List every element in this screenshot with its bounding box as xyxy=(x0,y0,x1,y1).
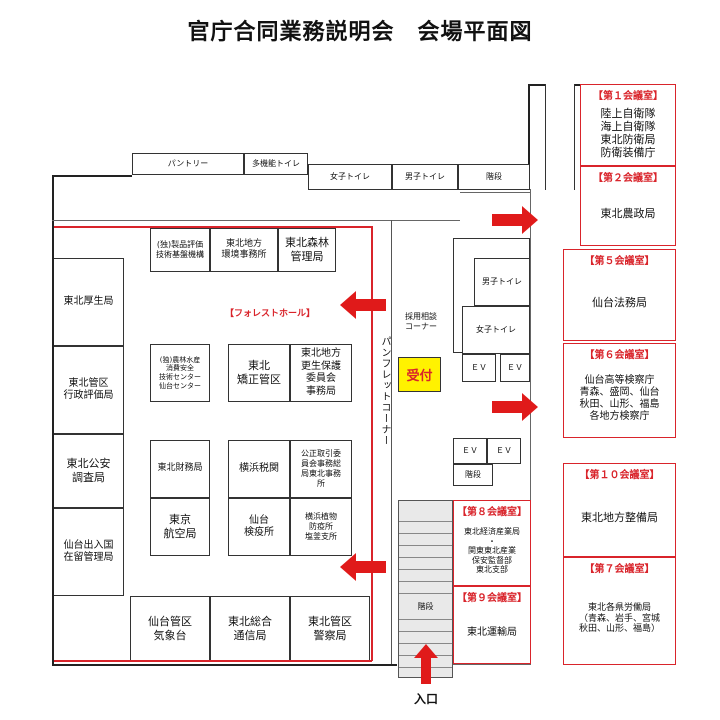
booth-immigration: 仙台出入国 在留管理局 xyxy=(54,508,124,596)
pantry: パントリー xyxy=(132,153,244,175)
hall-line-bottom xyxy=(54,660,372,662)
inner-wall-top2 xyxy=(460,192,530,193)
arrow-left-hall xyxy=(340,291,386,319)
arrow-right-upper xyxy=(492,206,538,234)
inner-wall-top xyxy=(52,220,460,221)
room-1[interactable]: 【第１会議室】 陸上自衛隊 海上自衛隊 東北防衛局 防衛装備庁 xyxy=(580,84,676,166)
booth-gyosei: 東北管区 行政評価局 xyxy=(54,346,124,434)
booth-telecom: 東北総合 通信局 xyxy=(210,596,290,660)
multi-toilet: 多機能トイレ xyxy=(244,153,308,175)
booth-aviation: 東京 航空局 xyxy=(150,498,210,556)
core-male-toilet: 男子トイレ xyxy=(474,258,530,306)
booth-correction: 東北 矯正管区 xyxy=(228,344,290,402)
room-8[interactable]: 【第８会議室】 東北経済産業局 ・ 関東東北産業 保安監督部 東北支部 xyxy=(453,500,531,586)
forest-hall-label: 【フォレストホール】 xyxy=(224,309,315,319)
elevator-1: ＥＶ xyxy=(462,354,496,382)
room-5[interactable]: 【第５会議室】 仙台法務局 xyxy=(563,249,676,341)
booth-nite: (独)製品評価 技術基盤機構 xyxy=(150,228,210,272)
elevator-2: ＥＶ xyxy=(500,354,530,382)
booth-quarantine: 仙台 検疫所 xyxy=(228,498,290,556)
outer-wall-bottom xyxy=(52,664,397,666)
arrow-left-lower xyxy=(340,553,386,581)
booth-koan: 東北公安 調査局 xyxy=(54,434,124,508)
corridor-top-right xyxy=(545,84,575,190)
core-stairs: 階段 xyxy=(453,464,493,486)
pamphlet-corner-label: パンフレットコーナー xyxy=(379,336,390,446)
booth-kosei: 東北厚生局 xyxy=(54,258,124,346)
elevator-4: ＥＶ xyxy=(487,438,521,464)
stairs-label: 階段 xyxy=(417,602,434,611)
booth-env: 東北地方 環境事務所 xyxy=(210,228,278,272)
room-6[interactable]: 【第６会議室】 仙台高等検察庁 青森、盛岡、仙台 秋田、山形、福島 各地方検察庁 xyxy=(563,343,676,438)
outer-wall-right-upper xyxy=(528,84,530,189)
outer-wall-left-top xyxy=(52,175,132,177)
reception-desk[interactable]: 受付 xyxy=(398,357,441,392)
core-wall xyxy=(530,189,531,664)
pamphlet-line xyxy=(391,220,392,664)
booth-police: 東北管区 警察局 xyxy=(290,596,370,660)
booth-meteo: 仙台管区 気象台 xyxy=(130,596,210,660)
entrance-stairs[interactable]: 階段 xyxy=(398,500,453,678)
entrance-label: 入口 xyxy=(413,692,438,706)
female-toilet-top: 女子トイレ xyxy=(308,164,392,190)
bottom-right-wall xyxy=(453,664,531,665)
elevator-3: ＥＶ xyxy=(453,438,487,464)
booth-famic: (独)農林水産 消費安全 技術センター 仙台センター xyxy=(150,344,210,402)
stairs-top: 階段 xyxy=(458,164,530,190)
page-title: 官庁合同業務説明会 会場平面図 xyxy=(187,20,533,45)
booth-ftc: 公正取引委 員会事務総 局東北事務 所 xyxy=(290,440,352,498)
booth-customs: 横浜税関 xyxy=(228,440,290,498)
core-female-toilet: 女子トイレ xyxy=(462,306,530,354)
arrow-right-middle xyxy=(492,393,538,421)
booth-rehab: 東北地方 更生保護 委員会 事務局 xyxy=(290,344,352,402)
booth-finance: 東北財務局 xyxy=(150,440,210,498)
room-7[interactable]: 【第７会議室】 東北各県労働局 （青森、岩手、宮城 秋田、山形、福島） xyxy=(563,557,676,665)
booth-forest: 東北森林 管理局 xyxy=(278,228,336,272)
room-9[interactable]: 【第９会議室】 東北運輸局 xyxy=(453,586,531,664)
booth-plant: 横浜植物 防疫所 塩釜支所 xyxy=(290,498,352,556)
room-2[interactable]: 【第２会議室】 東北農政局 xyxy=(580,166,676,246)
male-toilet-top: 男子トイレ xyxy=(392,164,458,190)
hall-line-right xyxy=(371,226,373,661)
outer-wall-left xyxy=(52,175,54,665)
hall-line-top xyxy=(54,226,372,228)
recruit-corner-label: 採用相談 コーナー xyxy=(405,312,437,331)
entrance-arrow-up xyxy=(414,644,438,684)
room-10[interactable]: 【第１０会議室】 東北地方整備局 xyxy=(563,463,676,557)
